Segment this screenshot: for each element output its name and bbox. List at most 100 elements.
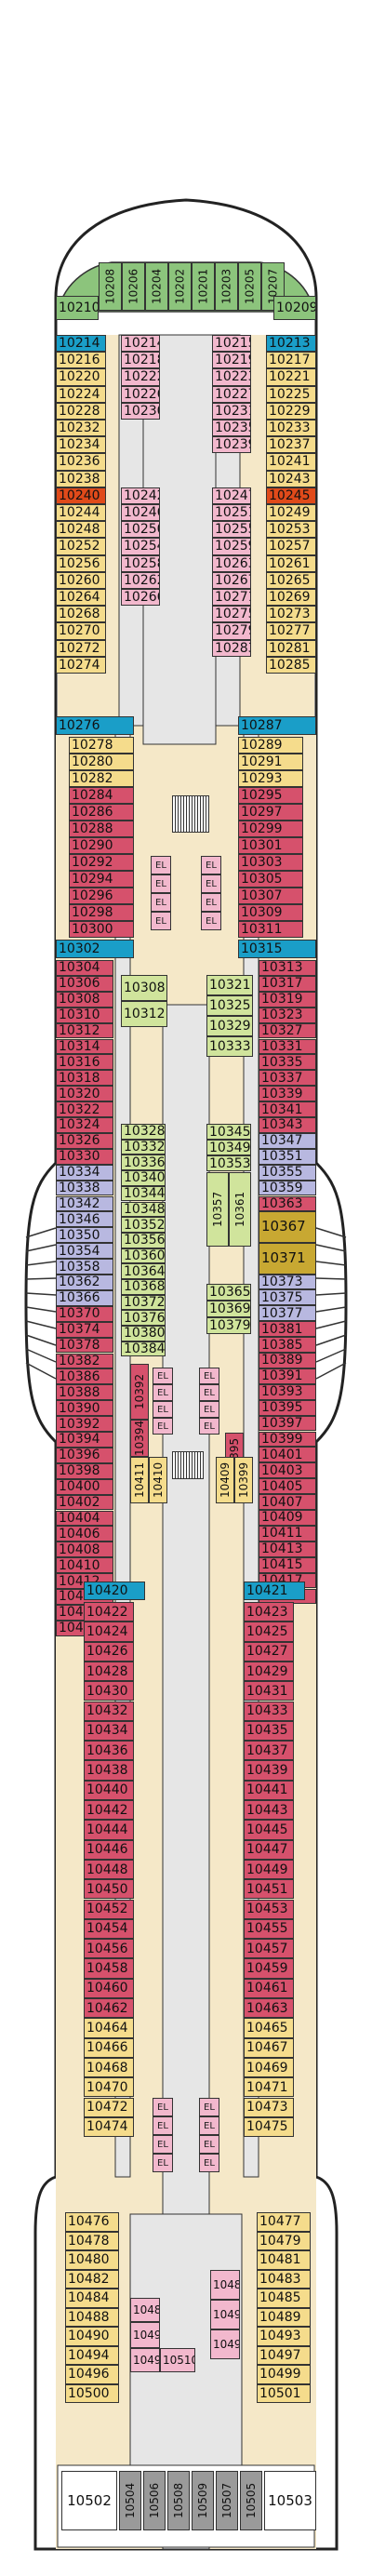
cabin-10262[interactable]: 10262 [121, 571, 160, 589]
cabin-10298[interactable]: 10298 [69, 904, 134, 921]
cabin-10365[interactable]: 10365 [206, 1284, 251, 1301]
cabin-10206[interactable]: 10206 [122, 262, 145, 311]
cabin-10328[interactable]: 10328 [121, 1124, 166, 1140]
cabin-10457[interactable]: 10457 [244, 1939, 294, 1959]
cabin-10344[interactable]: 10344 [121, 1185, 166, 1202]
cabin-10300[interactable]: 10300 [69, 921, 134, 938]
cabin-10278[interactable]: 10278 [69, 737, 134, 754]
cabin-10245[interactable]: 10245 [266, 487, 316, 504]
cabin-10268[interactable]: 10268 [56, 606, 106, 623]
cabin-10476[interactable]: 10476 [65, 2212, 119, 2232]
cabin-10463[interactable]: 10463 [244, 1998, 294, 2019]
cabin-10472[interactable]: 10472 [84, 2097, 134, 2117]
cabin-10399[interactable]: 10399 [234, 1457, 253, 1503]
cabin-10495[interactable]: 10495 [210, 2329, 240, 2359]
cabin-10219[interactable]: 10219 [212, 352, 251, 369]
cabin-10269[interactable]: 10269 [266, 589, 316, 607]
cabin-10469[interactable]: 10469 [244, 2057, 294, 2078]
cabin-10388[interactable]: 10388 [56, 1384, 113, 1401]
cabin-10447[interactable]: 10447 [244, 1839, 294, 1860]
cabin-10354[interactable]: 10354 [56, 1243, 113, 1260]
cabin-10450[interactable]: 10450 [84, 1879, 134, 1900]
cabin-10366[interactable]: 10366 [56, 1289, 113, 1306]
cabin-10338[interactable]: 10338 [56, 1180, 113, 1196]
cabin-10223[interactable]: 10223 [212, 368, 251, 386]
cabin-10281[interactable]: 10281 [266, 639, 316, 657]
cabin-10326[interactable]: 10326 [56, 1132, 113, 1149]
cabin-10307[interactable]: 10307 [238, 888, 303, 904]
cabin-10296[interactable]: 10296 [69, 888, 134, 904]
cabin-10507[interactable]: 10507 [216, 2471, 238, 2530]
cabin-10486[interactable]: 10486 [130, 2298, 160, 2322]
cabin-10508[interactable]: 10508 [167, 2471, 190, 2530]
cabin-10247[interactable]: 10247 [212, 487, 251, 504]
cabin-10466[interactable]: 10466 [84, 2037, 134, 2058]
cabin-10352[interactable]: 10352 [121, 1217, 166, 1233]
cabin-10311[interactable]: 10311 [238, 921, 303, 938]
cabin-10299[interactable]: 10299 [238, 821, 303, 837]
cabin-10315[interactable]: 10315 [238, 940, 316, 958]
cabin-10318[interactable]: 10318 [56, 1070, 113, 1087]
cabin-10280[interactable]: 10280 [69, 754, 134, 770]
cabin-10252[interactable]: 10252 [56, 538, 106, 555]
cabin-10248[interactable]: 10248 [56, 521, 106, 539]
cabin-10426[interactable]: 10426 [84, 1641, 134, 1662]
cabin-10339[interactable]: 10339 [259, 1086, 316, 1102]
cabin-10399[interactable]: 10399 [259, 1431, 316, 1448]
cabin-10408[interactable]: 10408 [56, 1542, 113, 1558]
cabin-10242[interactable]: 10242 [121, 487, 160, 504]
cabin-10229[interactable]: 10229 [266, 402, 316, 420]
cabin-10205[interactable]: 10205 [238, 262, 261, 311]
cabin-10421[interactable]: 10421 [244, 1582, 305, 1600]
cabin-10253[interactable]: 10253 [266, 521, 316, 539]
cabin-10213[interactable]: 10213 [266, 335, 316, 353]
cabin-10232[interactable]: 10232 [56, 420, 106, 437]
cabin-10474[interactable]: 10474 [84, 2116, 134, 2138]
cabin-10274[interactable]: 10274 [56, 656, 106, 674]
cabin-10355[interactable]: 10355 [259, 1164, 316, 1181]
cabin-10249[interactable]: 10249 [266, 504, 316, 522]
cabin-10289[interactable]: 10289 [238, 737, 303, 754]
cabin-10297[interactable]: 10297 [238, 804, 303, 821]
cabin-10277[interactable]: 10277 [266, 622, 316, 640]
cabin-10346[interactable]: 10346 [56, 1211, 113, 1228]
cabin-10283[interactable]: 10283 [212, 639, 251, 657]
cabin-10276[interactable]: 10276 [56, 716, 134, 735]
cabin-10378[interactable]: 10378 [56, 1337, 113, 1354]
cabin-10204[interactable]: 10204 [145, 262, 168, 311]
cabin-10422[interactable]: 10422 [84, 1602, 134, 1622]
cabin-10224[interactable]: 10224 [56, 385, 106, 403]
cabin-10272[interactable]: 10272 [56, 639, 106, 657]
cabin-10235[interactable]: 10235 [212, 420, 251, 437]
cabin-10394[interactable]: 10394 [56, 1432, 113, 1448]
cabin-10462[interactable]: 10462 [84, 1998, 134, 2019]
cabin-10209[interactable]: 10209 [273, 296, 316, 320]
cabin-10236[interactable]: 10236 [56, 453, 106, 471]
cabin-10234[interactable]: 10234 [56, 436, 106, 454]
cabin-10361[interactable]: 10361 [229, 1172, 251, 1247]
cabin-10409[interactable]: 10409 [259, 1510, 316, 1526]
cabin-10351[interactable]: 10351 [259, 1148, 316, 1165]
cabin-10337[interactable]: 10337 [259, 1070, 316, 1087]
cabin-10453[interactable]: 10453 [244, 1899, 294, 1919]
cabin-10386[interactable]: 10386 [56, 1368, 113, 1385]
cabin-10433[interactable]: 10433 [244, 1701, 294, 1721]
cabin-10441[interactable]: 10441 [244, 1780, 294, 1800]
cabin-10396[interactable]: 10396 [56, 1447, 113, 1463]
cabin-10391[interactable]: 10391 [259, 1368, 316, 1384]
cabin-10405[interactable]: 10405 [259, 1478, 316, 1495]
cabin-10228[interactable]: 10228 [56, 402, 106, 420]
cabin-10500[interactable]: 10500 [65, 2383, 119, 2403]
cabin-10316[interactable]: 10316 [56, 1054, 113, 1071]
cabin-10411[interactable]: 10411 [130, 1457, 149, 1503]
cabin-10452[interactable]: 10452 [84, 1899, 134, 1919]
cabin-10325[interactable]: 10325 [206, 995, 253, 1016]
cabin-10374[interactable]: 10374 [56, 1321, 113, 1338]
cabin-10382[interactable]: 10382 [56, 1353, 113, 1369]
cabin-10397[interactable]: 10397 [259, 1415, 316, 1432]
cabin-10254[interactable]: 10254 [121, 538, 160, 555]
cabin-10244[interactable]: 10244 [56, 504, 106, 522]
cabin-10489[interactable]: 10489 [257, 2307, 311, 2327]
cabin-10324[interactable]: 10324 [56, 1117, 113, 1133]
